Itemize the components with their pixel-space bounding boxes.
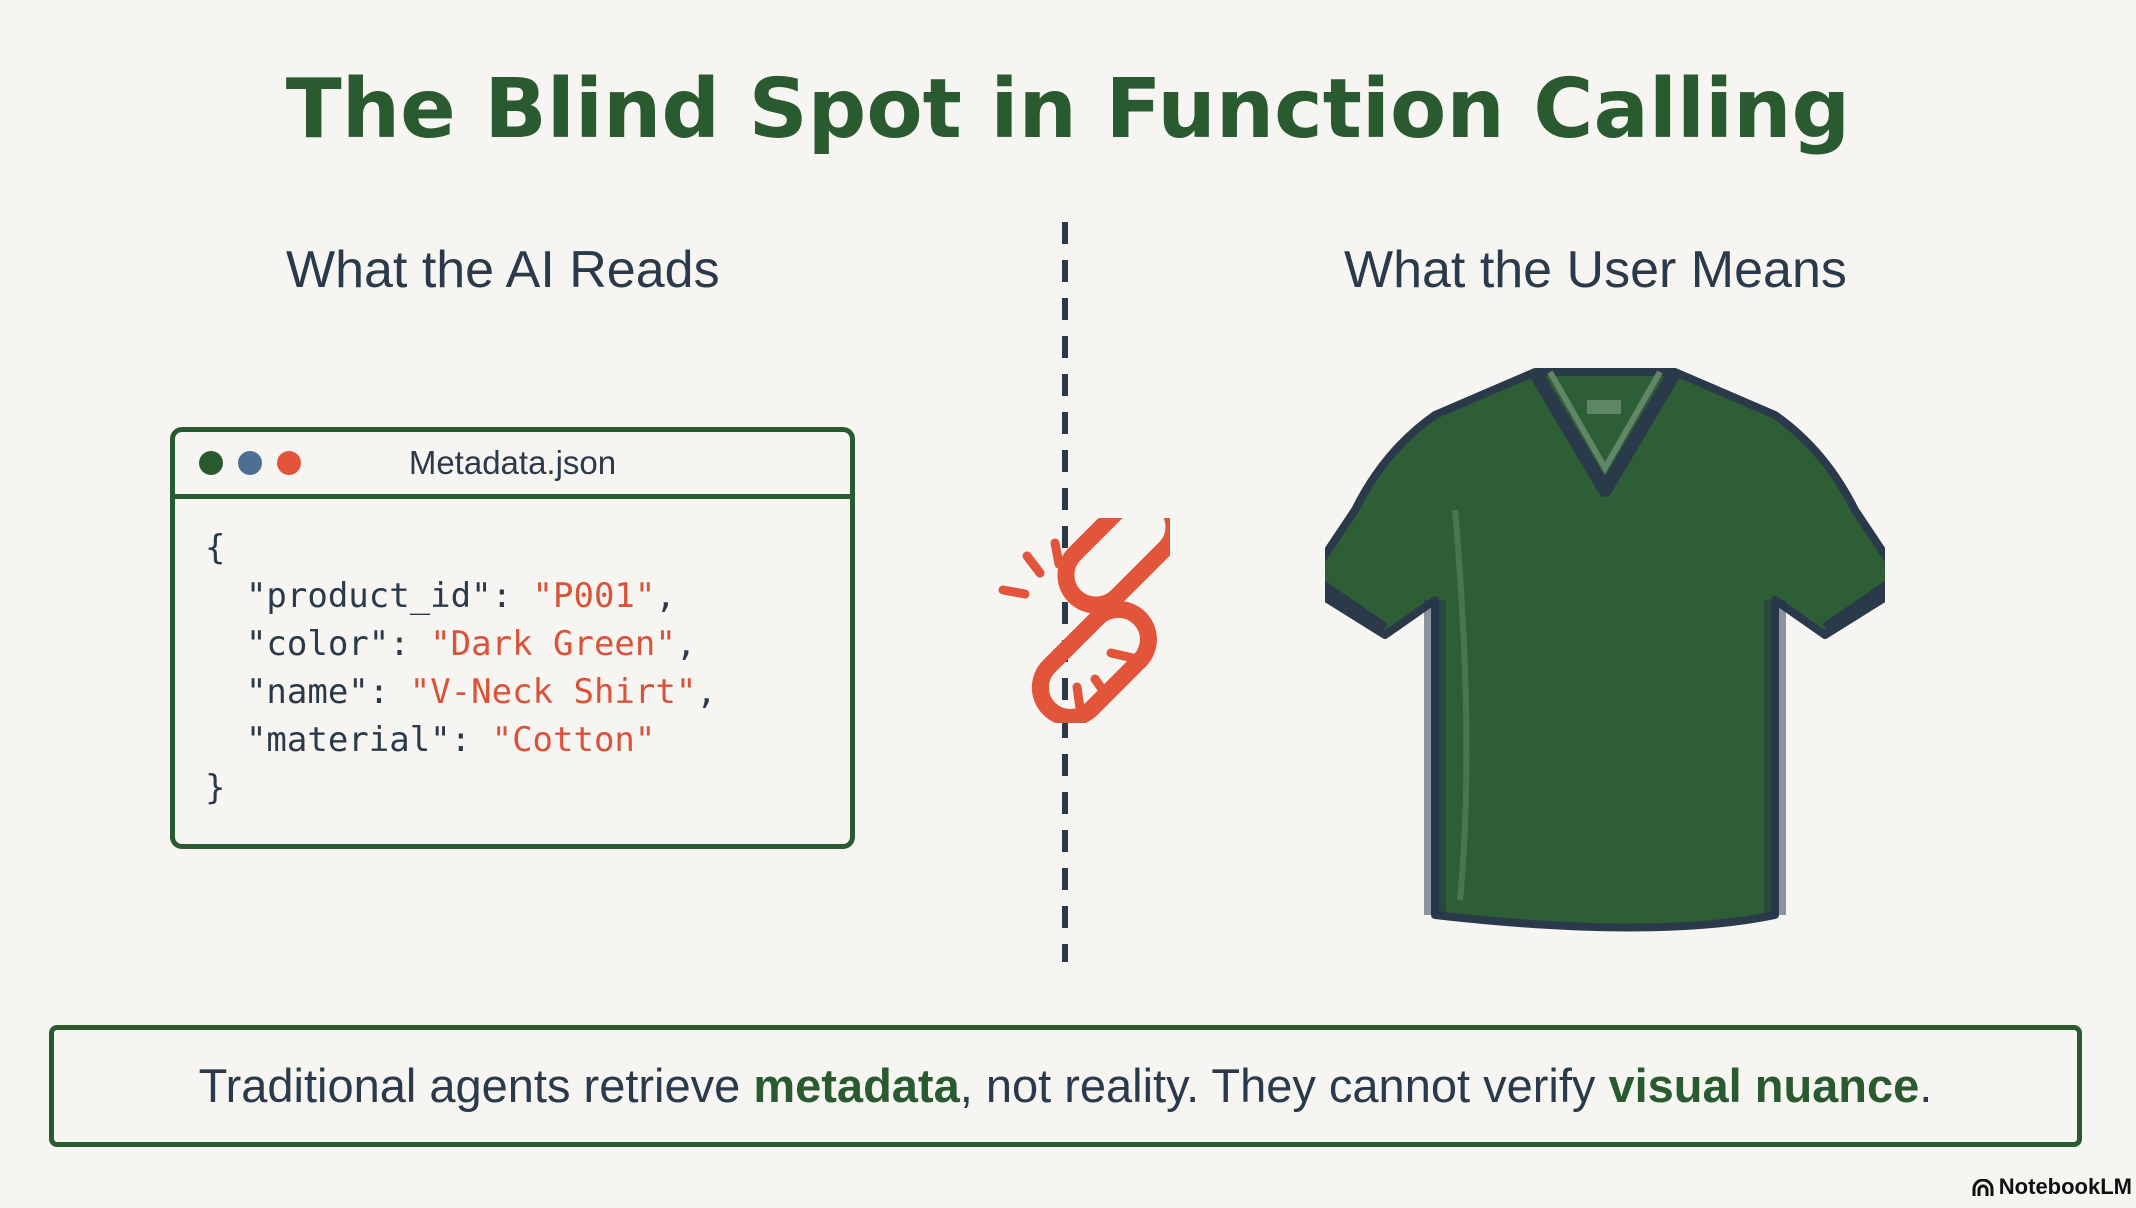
callout-emphasis-visual-nuance: visual nuance	[1608, 1059, 1920, 1112]
right-heading: What the User Means	[1344, 241, 1847, 299]
callout-text: .	[1919, 1059, 1933, 1112]
notebooklm-logo-icon	[1972, 1178, 1994, 1196]
close-brace: }	[205, 768, 226, 808]
window-titlebar: Metadata.json	[175, 432, 850, 499]
broken-link-icon	[998, 518, 1170, 723]
json-key: "material":	[245, 720, 492, 760]
callout-text: Traditional agents retrieve	[198, 1059, 754, 1112]
json-key: "color":	[245, 624, 431, 664]
json-value: "V-Neck Shirt"	[409, 672, 697, 712]
brand-watermark: NotebookLM	[1972, 1174, 2132, 1200]
json-comma: ,	[675, 624, 697, 664]
json-value: "P001"	[532, 576, 656, 616]
slide-title: The Blind Spot in Function Calling	[285, 62, 1851, 157]
window-dot-green	[199, 451, 223, 475]
json-comma: ,	[655, 576, 676, 616]
json-value: "Cotton"	[491, 720, 656, 760]
json-code-block: { "product_id": "P001", "color": "Dark G…	[205, 524, 717, 812]
left-heading: What the AI Reads	[286, 241, 720, 299]
brand-name: NotebookLM	[1998, 1174, 2132, 1199]
json-key: "product_id":	[245, 576, 533, 616]
v-neck-shirt-illustration	[1325, 368, 1885, 932]
callout-text: , not reality. They cannot verify	[959, 1059, 1609, 1112]
json-comma: ,	[696, 672, 717, 712]
callout-emphasis-metadata: metadata	[753, 1059, 960, 1112]
window-dot-blue	[238, 451, 262, 475]
callout-box: Traditional agents retrieve metadata, no…	[49, 1025, 2082, 1147]
code-window: Metadata.json { "product_id": "P001", "c…	[170, 427, 855, 849]
json-key: "name":	[245, 672, 410, 712]
json-value: "Dark Green"	[430, 624, 676, 664]
window-dot-red	[277, 451, 301, 475]
window-filename: Metadata.json	[408, 444, 617, 481]
open-brace: {	[205, 528, 226, 568]
